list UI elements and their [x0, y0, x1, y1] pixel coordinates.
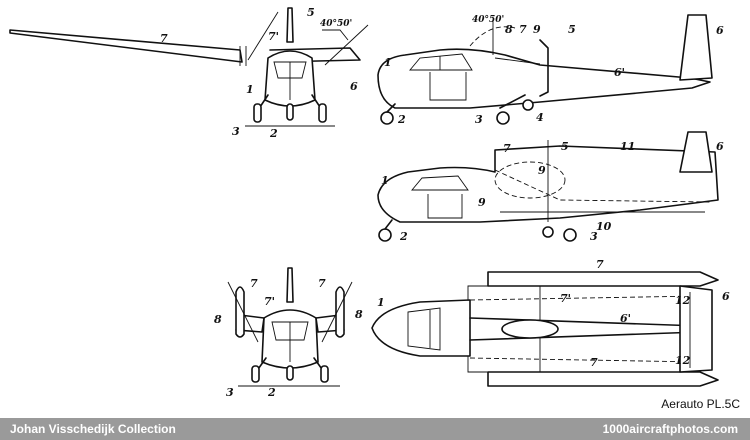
- label: 9: [533, 23, 541, 36]
- label: 6: [716, 140, 724, 153]
- label: 6: [722, 290, 730, 303]
- label: 7: [250, 277, 258, 290]
- label: 10: [596, 220, 612, 233]
- label: 12: [675, 294, 691, 307]
- label: 7: [590, 356, 598, 369]
- label: 12: [675, 354, 691, 367]
- label: 9: [538, 164, 546, 177]
- label: 1: [246, 83, 254, 96]
- label: 11: [620, 140, 635, 153]
- label: 1: [384, 56, 392, 69]
- label: 3: [590, 230, 598, 243]
- label: 6: [350, 80, 358, 93]
- label: 8: [214, 313, 222, 326]
- site-name: 1000aircraftphotos.com: [602, 422, 738, 436]
- label: 7: [596, 258, 604, 271]
- label: 5: [561, 140, 569, 153]
- label: 6: [716, 24, 724, 37]
- label: 2: [267, 386, 276, 399]
- label: 3: [232, 125, 240, 138]
- label: 7: [318, 277, 326, 290]
- label: 1: [377, 296, 385, 309]
- footer-bar: Johan Visschedijk Collection 1000aircraf…: [0, 418, 750, 440]
- label: 4: [536, 111, 544, 124]
- label: 7: [519, 23, 527, 36]
- label: 7': [264, 295, 275, 308]
- label: 6': [620, 312, 631, 325]
- label: 7': [560, 292, 571, 305]
- label: 8: [505, 23, 513, 36]
- label: 7': [268, 30, 279, 43]
- label: 5: [307, 6, 315, 19]
- label: 6': [614, 66, 625, 79]
- label: 2: [399, 230, 408, 243]
- label: 5: [568, 23, 576, 36]
- patent-drawing: 7 7' 5 40°50' 1 6 3 2 40°50' 8 7 9 5 6 1: [9, 6, 730, 399]
- aircraft-caption: Aerauto PL.5C: [661, 397, 740, 411]
- label: 1: [381, 174, 389, 187]
- label: 9: [478, 196, 486, 209]
- label: 2: [269, 127, 278, 140]
- label: 40°50': [472, 15, 504, 25]
- label: 40°50': [320, 19, 352, 29]
- plan-view: 7 1 7' 6' 12 6 12 7: [371, 258, 730, 387]
- front-view-bottom: 7 7' 7 8 8 3 2: [214, 267, 363, 399]
- label: 8: [355, 308, 363, 321]
- front-view-top: 7 7' 5 40°50' 1 6 3 2: [9, 6, 369, 140]
- label: 7: [160, 32, 168, 45]
- side-view-top: 40°50' 8 7 9 5 6 1 6' 2 3 4: [377, 14, 724, 126]
- side-view-middle: 7 5 11 6 1 9 9 2 10 3: [377, 131, 724, 243]
- label: 3: [475, 113, 483, 126]
- collection-credit: Johan Visschedijk Collection: [10, 422, 176, 436]
- label: 7: [503, 142, 511, 155]
- label: 2: [397, 113, 406, 126]
- label: 3: [226, 386, 234, 399]
